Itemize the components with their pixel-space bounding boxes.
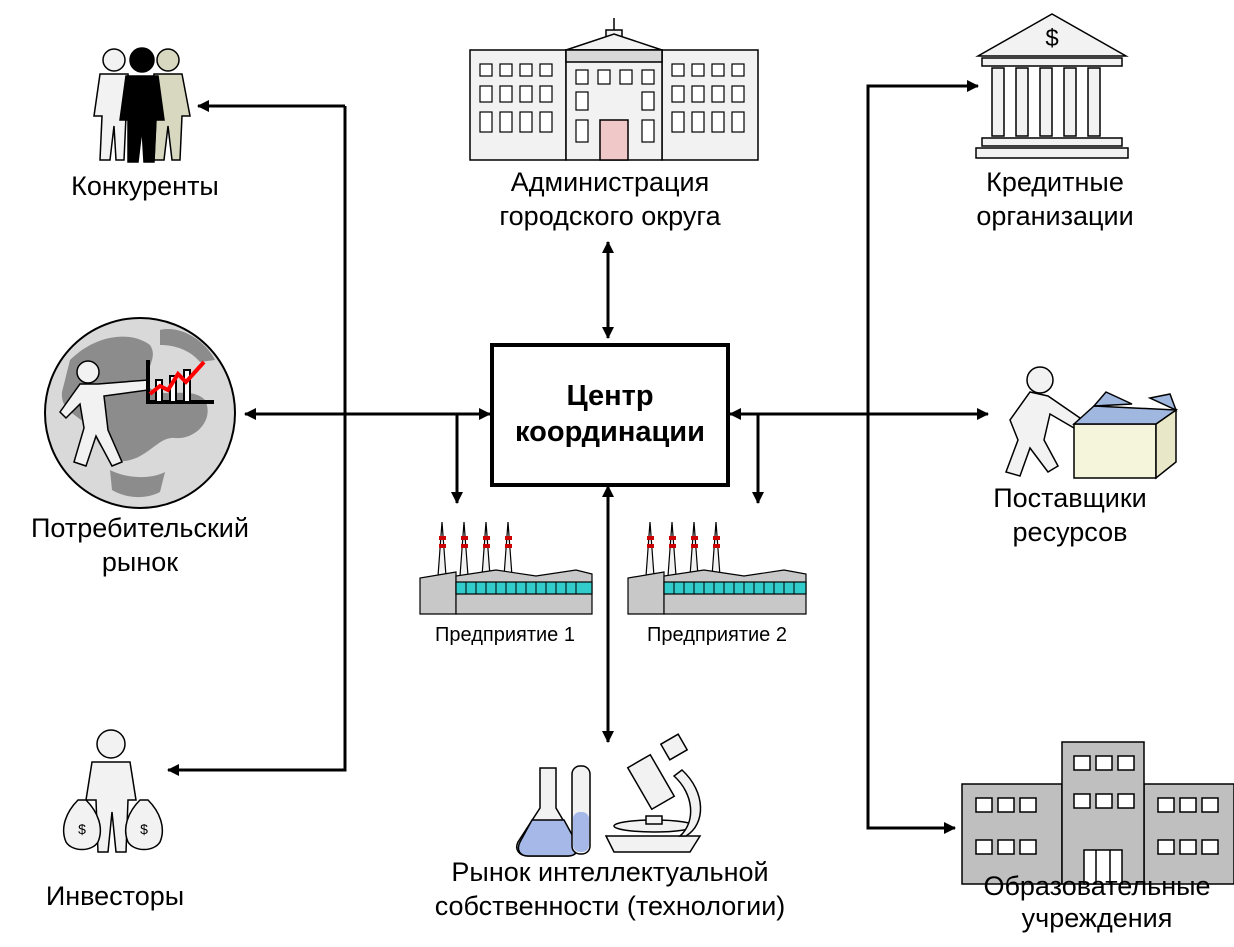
administration-line-2: городского округа [499, 200, 721, 231]
microscope-icon [604, 733, 702, 853]
administration-label: Администрация городского округа [460, 166, 760, 234]
suppliers-label: Поставщики ресурсов [960, 482, 1180, 550]
arrow-to-credit [866, 80, 979, 414]
ip-market-label: Рынок интеллектуальной собственности (те… [400, 856, 820, 924]
enterprise-1-label: Предприятие 1 [435, 624, 575, 646]
bank-icon: $ [975, 13, 1129, 159]
investors-label: Инвесторы [45, 881, 185, 911]
arrow-to-investors [167, 418, 347, 776]
credit-organizations-label: Кредитные организации [940, 166, 1170, 234]
lab-flask-icon [516, 765, 591, 857]
ip-market-line-2: собственности (технологии) [434, 890, 786, 921]
people-icon [93, 47, 191, 163]
ip-market-line-1: Рынок интеллектуальной [451, 857, 769, 887]
center-title-line-1: Центр [566, 380, 654, 412]
svg-text:$: $ [140, 821, 148, 837]
factory-icon [627, 521, 807, 615]
consumer-market-line-1: Потребительский [31, 513, 249, 543]
education-line-2: учреждения [1021, 903, 1173, 934]
administration-line-1: Администрация [510, 167, 710, 197]
connectors [167, 80, 989, 834]
consumer-market-label: Потребительский рынок [0, 512, 280, 580]
money-bag-icon: $ [124, 799, 164, 851]
arrow-to-education [866, 414, 956, 834]
enterprise-2-label: Предприятие 2 [647, 624, 787, 646]
arrow-to-competitors [198, 106, 347, 462]
competitors-label: Конкуренты [71, 171, 219, 201]
consumer-market-line-2: рынок [101, 546, 179, 577]
credit-organizations-line-1: Кредитные [986, 167, 1124, 197]
school-building-icon [961, 741, 1234, 885]
education-line-1: Образовательные [983, 871, 1211, 901]
coordination-center-box [490, 343, 730, 487]
credit-organizations-line-2: организации [976, 200, 1134, 231]
factory-icon [419, 521, 593, 615]
supplier-box-icon [1005, 366, 1179, 480]
education-label: Образовательные учреждения [960, 870, 1234, 935]
center-title-line-2: координации [515, 416, 705, 449]
svg-text:$: $ [1045, 25, 1058, 52]
administration-building-icon [469, 18, 759, 161]
investor-icon: $ $ [62, 729, 164, 853]
money-bag-icon: $ [62, 799, 102, 851]
coordination-center-title: Центр координации [492, 378, 728, 451]
suppliers-line-1: Поставщики [993, 483, 1147, 513]
globe-market-icon [44, 317, 236, 509]
suppliers-line-2: ресурсов [1012, 516, 1128, 547]
svg-text:$: $ [78, 821, 86, 837]
